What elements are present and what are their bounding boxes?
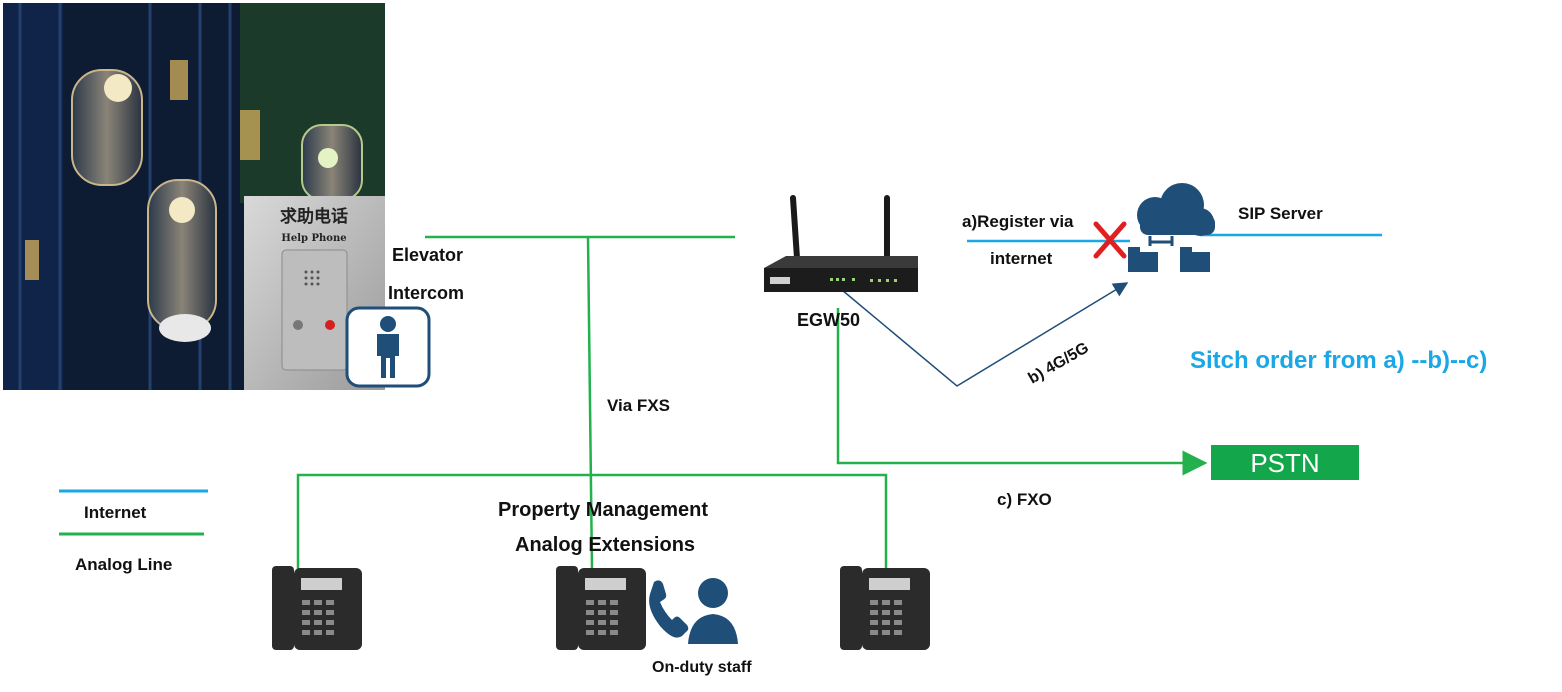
intercom-label: Intercom	[388, 283, 464, 303]
fxo-label: c) FXO	[997, 490, 1052, 509]
device-label: EGW50	[797, 310, 860, 330]
elevator-label: Elevator	[392, 245, 463, 265]
legend-internet-label: Internet	[84, 503, 147, 522]
desk-phone-icon	[272, 566, 362, 650]
cross-icon	[1093, 221, 1127, 259]
elevator-cabin	[301, 124, 363, 201]
elevator-photo: 求助电话 Help Phone	[3, 3, 385, 390]
staff-icon	[649, 578, 738, 644]
internet-lines	[967, 233, 1382, 243]
svg-text:PSTN: PSTN	[1250, 448, 1319, 478]
svg-text:求助电话: 求助电话	[280, 206, 348, 227]
desk-phone-icon	[840, 566, 930, 650]
labels: Elevator Intercom Via FXS EGW50 a)Regist…	[388, 204, 1487, 676]
register-label-line1: a)Register via	[962, 212, 1074, 231]
analog-lines	[296, 235, 1208, 571]
cellular-label: b) 4G/5G	[1026, 339, 1092, 387]
router-icon	[764, 195, 918, 292]
person-icon	[345, 306, 431, 388]
via-fxs-label: Via FXS	[607, 396, 670, 415]
register-label-line2: internet	[990, 249, 1053, 268]
cloud-server-icon	[1128, 183, 1215, 272]
sip-server-label: SIP Server	[1238, 204, 1323, 223]
svg-text:Help Phone: Help Phone	[281, 233, 346, 244]
pstn-box: PSTN	[1211, 445, 1359, 480]
legend: Internet Analog Line	[59, 489, 208, 574]
switch-order-label: Sitch order from a) --b)--c)	[1190, 347, 1487, 374]
elevator-cabin	[71, 69, 143, 186]
elevator-cabin	[147, 179, 217, 342]
desk-phone-icon	[556, 566, 646, 650]
staff-label: On-duty staff	[652, 659, 752, 676]
cellular-link	[841, 282, 1129, 387]
property-label-line1: Property Management	[498, 499, 708, 521]
legend-analog-label: Analog Line	[75, 555, 172, 574]
property-label-line2: Analog Extensions	[515, 534, 695, 556]
